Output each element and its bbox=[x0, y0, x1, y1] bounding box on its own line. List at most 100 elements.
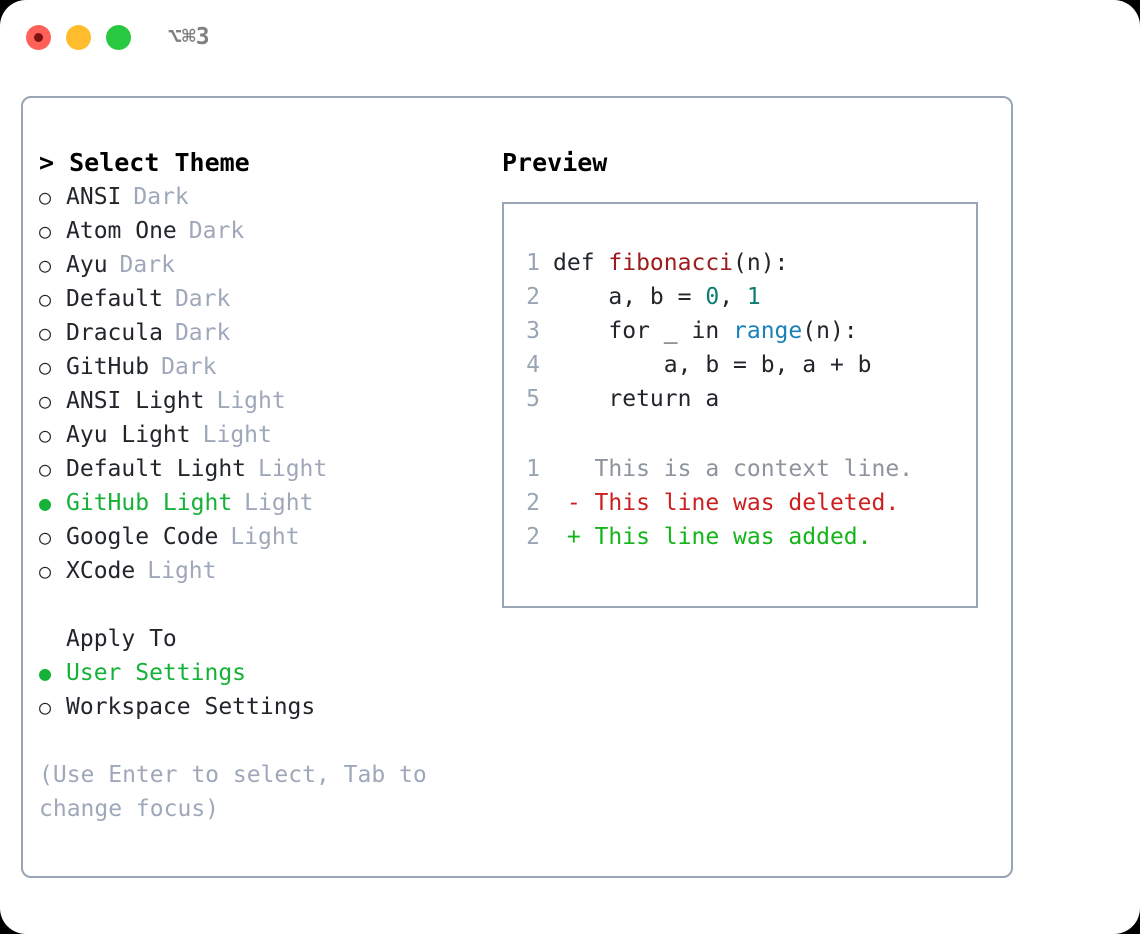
minimize-button[interactable] bbox=[66, 25, 91, 50]
code-line: 5 return a bbox=[504, 382, 976, 416]
theme-option-label: Default Light bbox=[66, 456, 247, 482]
code-line: 2 a, b = 0, 1 bbox=[504, 280, 976, 314]
radio-unselected-icon: ○ bbox=[39, 525, 52, 549]
diff-line-text: + This line was added. bbox=[553, 524, 872, 550]
theme-variant-tag: Light bbox=[147, 558, 217, 584]
code-token-plain: a, b = bbox=[553, 284, 706, 310]
theme-option-label: GitHub Light bbox=[66, 490, 233, 516]
theme-variant-tag: Light bbox=[230, 524, 300, 550]
preview-title: Preview bbox=[502, 148, 608, 177]
radio-unselected-icon: ○ bbox=[39, 355, 52, 379]
theme-option-label: XCode bbox=[66, 558, 136, 584]
code-token-call: range bbox=[733, 318, 803, 344]
close-button[interactable] bbox=[26, 25, 51, 50]
code-token-plain: for _ in bbox=[553, 318, 734, 344]
apply-to-option-list[interactable]: ●User Settings ○ Workspace Settings bbox=[39, 656, 479, 724]
code-line: 4 a, b = b, a + b bbox=[504, 348, 976, 382]
code-token-plain: def bbox=[553, 250, 609, 276]
code-token-num: 0 bbox=[705, 284, 720, 310]
radio-unselected-icon: ○ bbox=[39, 423, 52, 447]
theme-option-ayu-light[interactable]: ○ Ayu Light Light bbox=[39, 418, 479, 452]
apply-to-title: Apply To bbox=[66, 626, 177, 652]
line-number: 2 bbox=[526, 490, 540, 516]
theme-option-ansi-light[interactable]: ○ ANSI Light Light bbox=[39, 384, 479, 418]
keyboard-hint-text: (Use Enter to select, Tab to change focu… bbox=[39, 762, 427, 822]
line-number: 1 bbox=[526, 250, 540, 276]
theme-option-google-code[interactable]: ○ Google Code Light bbox=[39, 520, 479, 554]
theme-option-github[interactable]: ○ GitHub Dark bbox=[39, 350, 479, 384]
theme-option-label: ANSI Light bbox=[66, 388, 205, 414]
code-line-text: def fibonacci(n): bbox=[553, 246, 788, 280]
radio-unselected-icon: ○ bbox=[39, 287, 52, 311]
theme-variant-tag: Dark bbox=[133, 184, 189, 210]
line-number: 1 bbox=[526, 456, 540, 482]
apply-to-option-label: User Settings bbox=[66, 660, 247, 686]
select-theme-header: > Select Theme bbox=[39, 148, 250, 177]
radio-unselected-icon: ○ bbox=[39, 185, 52, 209]
theme-option-default[interactable]: ○ Default Dark bbox=[39, 282, 479, 316]
diff-line-text: - This line was deleted. bbox=[553, 490, 900, 516]
code-token-fn: fibonacci bbox=[608, 250, 734, 276]
theme-option-label: Ayu bbox=[66, 252, 108, 278]
theme-variant-tag: Light bbox=[202, 422, 272, 448]
radio-unselected-icon: ○ bbox=[39, 219, 52, 243]
theme-option-ansi[interactable]: ○ ANSI Dark bbox=[39, 180, 479, 214]
theme-option-label: ANSI bbox=[66, 184, 122, 210]
line-number: 3 bbox=[526, 318, 540, 344]
diff-line-del: 2 - This line was deleted. bbox=[504, 486, 976, 520]
code-line-text: return a bbox=[553, 382, 719, 416]
apply-to-option-label: Workspace Settings bbox=[66, 694, 316, 720]
line-number: 2 bbox=[526, 524, 540, 550]
line-number: 5 bbox=[526, 386, 540, 412]
code-line: 1 def fibonacci(n): bbox=[504, 246, 976, 280]
theme-variant-tag: Dark bbox=[174, 320, 231, 346]
theme-variant-tag: Dark bbox=[188, 218, 245, 244]
radio-unselected-icon: ○ bbox=[39, 389, 52, 413]
theme-variant-tag: Light bbox=[216, 388, 286, 414]
theme-variant-tag: Dark bbox=[161, 354, 217, 380]
code-line-text: a, b = b, a + b bbox=[553, 348, 872, 382]
title-bar: ⌥⌘3 bbox=[0, 0, 1140, 76]
theme-variant-tag: Dark bbox=[174, 286, 231, 312]
theme-variant-tag: Light bbox=[244, 490, 314, 516]
diff-line-text: This is a context line. bbox=[553, 456, 914, 482]
apply-to-option-workspace-settings[interactable]: ○ Workspace Settings bbox=[39, 690, 479, 724]
line-number: 2 bbox=[526, 284, 540, 310]
diff-sample: 1 This is a context line. 2 - This line w… bbox=[504, 452, 976, 554]
radio-unselected-icon: ○ bbox=[39, 457, 52, 481]
radio-unselected-icon: ○ bbox=[39, 253, 52, 277]
theme-option-label: Google Code bbox=[66, 524, 219, 550]
theme-option-label: Dracula bbox=[66, 320, 163, 346]
line-number: 4 bbox=[526, 352, 540, 378]
code-line-text: a, b = 0, 1 bbox=[553, 280, 760, 314]
theme-option-dracula[interactable]: ○ Dracula Dark bbox=[39, 316, 479, 350]
radio-unselected-icon: ○ bbox=[39, 321, 52, 345]
code-token-plain: (n): bbox=[733, 250, 789, 276]
keyboard-shortcut-label: ⌥⌘3 bbox=[168, 24, 210, 50]
apply-to-option-user-settings[interactable]: ●User Settings bbox=[39, 656, 479, 690]
theme-option-github-light[interactable]: ● GitHub Light Light bbox=[39, 486, 479, 520]
theme-option-atom-one[interactable]: ○ Atom One Dark bbox=[39, 214, 479, 248]
radio-unselected-icon: ○ bbox=[39, 695, 52, 719]
theme-option-label: Atom One bbox=[66, 218, 177, 244]
maximize-button[interactable] bbox=[106, 25, 131, 50]
window-controls bbox=[26, 25, 131, 50]
theme-option-label: Ayu Light bbox=[66, 422, 191, 448]
code-token-plain: a, b = b, a + b bbox=[553, 352, 872, 378]
spacer bbox=[39, 588, 479, 622]
theme-option-default-light[interactable]: ○ Default Light Light bbox=[39, 452, 479, 486]
code-token-plain: , bbox=[719, 284, 747, 310]
code-token-plain: return a bbox=[553, 386, 720, 412]
theme-option-label: GitHub bbox=[66, 354, 150, 380]
theme-option-label: Default bbox=[66, 286, 163, 312]
radio-selected-icon: ● bbox=[39, 491, 52, 515]
theme-variant-tag: Light bbox=[258, 456, 328, 482]
